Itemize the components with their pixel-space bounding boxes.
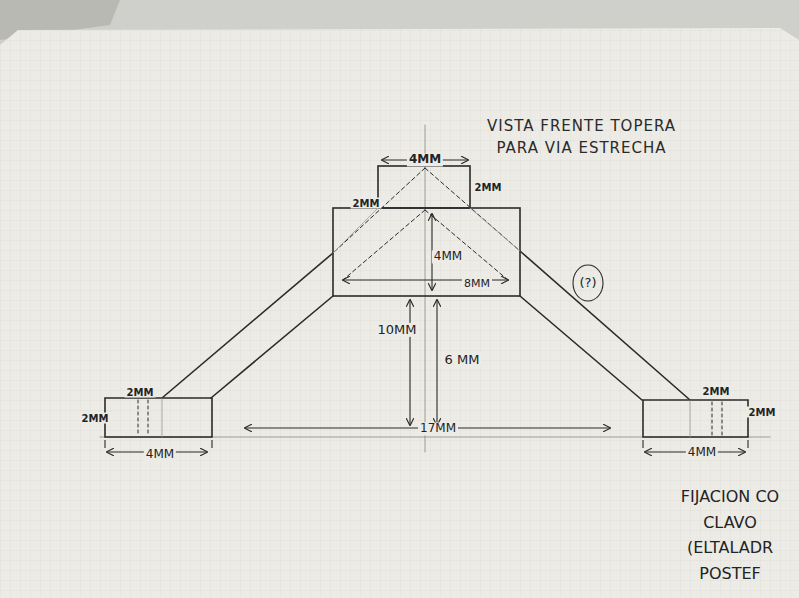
margin-note: FIJACION CO CLAVO (ELTALADR POSTEF xyxy=(668,484,792,586)
paper-sheet xyxy=(0,28,799,598)
dimension-label: 2MM xyxy=(747,407,778,418)
dimension-label: 17MM xyxy=(418,422,458,435)
sheet-title: VISTA FRENTE TOPERA PARA VIA ESTRECHA xyxy=(474,116,689,160)
dimension-label: 2MM xyxy=(701,386,732,397)
part-outline xyxy=(100,125,770,452)
dimension-label: 4MM xyxy=(144,448,176,461)
dimension-lines xyxy=(105,160,748,452)
dimension-label: 4MM xyxy=(432,250,464,263)
dimension-label: 2MM xyxy=(80,413,111,424)
dimension-label: 10MM xyxy=(376,323,419,337)
dimension-label: 6 MM xyxy=(443,353,482,367)
dimension-label: (?) xyxy=(577,276,598,290)
graph-grid xyxy=(0,28,799,598)
dimension-label: 4MM xyxy=(407,153,443,166)
dimension-label: 8MM xyxy=(462,278,492,290)
dimension-label: 4MM xyxy=(686,446,718,459)
dimension-label: 2MM xyxy=(473,182,504,193)
dimension-label: 2MM xyxy=(351,198,382,209)
dimension-label: 2MM xyxy=(125,387,156,398)
